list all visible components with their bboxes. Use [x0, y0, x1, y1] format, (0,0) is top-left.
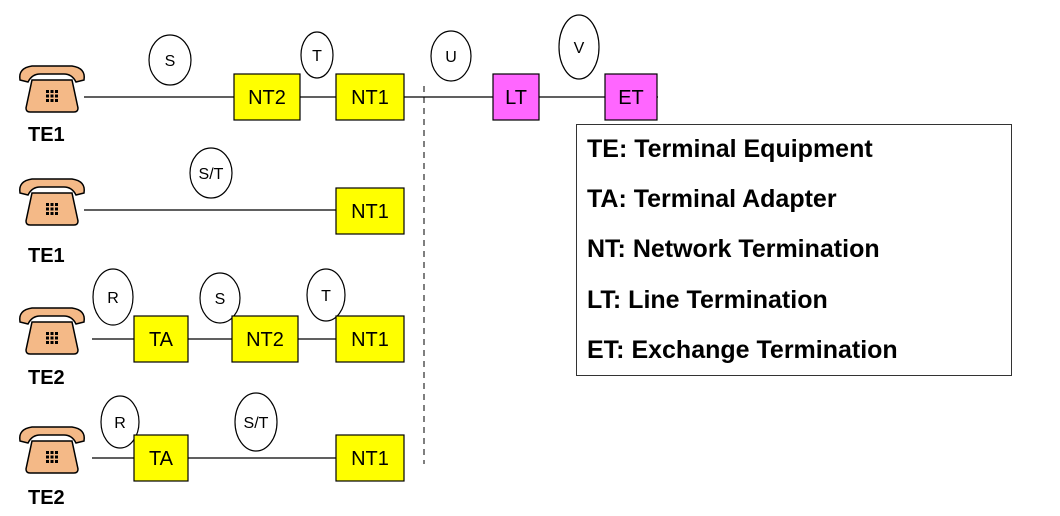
legend-item-lt: LT: Line Termination	[587, 286, 828, 314]
row-1: TE1 S NT2 T NT1 U LT V ET	[19, 14, 658, 146]
box-label: NT1	[351, 201, 389, 223]
legend-item-ta: TA: Terminal Adapter	[587, 185, 837, 213]
ref-point-label: T	[312, 48, 322, 65]
ref-point-label: S/T	[199, 166, 224, 183]
telephone-icon	[19, 426, 85, 474]
telephone-icon	[19, 307, 85, 355]
box-label: NT1	[351, 448, 389, 470]
ref-point-r	[92, 268, 134, 326]
terminal-label: TE2	[28, 367, 65, 389]
ref-point-t	[306, 268, 346, 322]
ref-point-s-t	[234, 392, 278, 452]
nt2-box	[233, 73, 301, 121]
ref-point-label: S	[215, 291, 226, 308]
ref-point-s	[199, 272, 241, 324]
nt1-box	[335, 187, 405, 235]
lt-box	[492, 73, 540, 121]
nt1-box	[335, 434, 405, 482]
ref-point-r	[100, 395, 140, 449]
box-label: TA	[149, 329, 174, 351]
ref-point-s-t	[189, 147, 233, 199]
ta-box	[133, 315, 189, 363]
ref-point-t	[300, 31, 334, 79]
telephone-icon	[19, 65, 85, 113]
terminal-label: TE1	[28, 124, 65, 146]
ref-point-label: U	[445, 49, 457, 66]
ref-point-v	[558, 14, 600, 80]
box-label: ET	[618, 87, 644, 109]
box-label: NT1	[351, 87, 389, 109]
ta-box	[133, 434, 189, 482]
box-label: NT2	[248, 87, 286, 109]
legend-item-et: ET: Exchange Termination	[587, 336, 898, 364]
box-label: LT	[505, 87, 527, 109]
ref-point-label: S	[165, 53, 176, 70]
row-2: TE1 S/T NT1	[19, 147, 405, 267]
terminal-label: TE2	[28, 487, 65, 509]
ref-point-label: V	[574, 40, 585, 57]
ref-point-label: R	[114, 415, 126, 432]
legend-item-te: TE: Terminal Equipment	[587, 135, 873, 163]
ref-point-label: T	[321, 288, 331, 305]
telephone-icon	[19, 178, 85, 226]
row-3: TE2 R TA S NT2 T NT1	[19, 268, 405, 389]
nt1-box	[335, 73, 405, 121]
box-label: NT1	[351, 329, 389, 351]
ref-point-label: S/T	[244, 415, 269, 432]
legend-item-nt: NT: Network Termination	[587, 235, 880, 263]
nt2-box	[231, 315, 299, 363]
ref-point-s	[148, 34, 192, 86]
legend-box: TE: Terminal Equipment TA: Terminal Adap…	[576, 124, 1012, 376]
box-label: TA	[149, 448, 174, 470]
terminal-label: TE1	[28, 245, 65, 267]
nt1-box	[335, 315, 405, 363]
row-4: TE2 R TA S/T NT1	[19, 392, 405, 509]
ref-point-u	[430, 30, 472, 82]
ref-point-label: R	[107, 290, 119, 307]
box-label: NT2	[246, 329, 284, 351]
et-box	[604, 73, 658, 121]
